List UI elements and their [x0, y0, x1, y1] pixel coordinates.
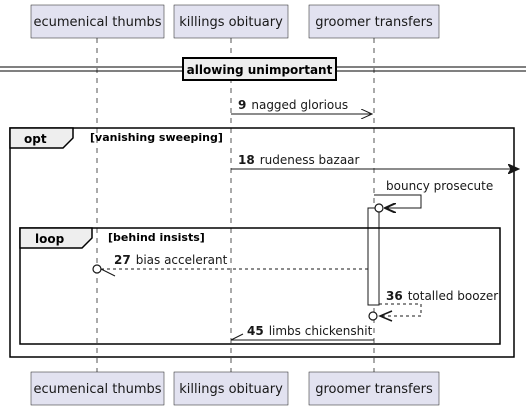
message-number: 18 — [238, 153, 255, 167]
message-text: totalled boozer — [408, 289, 499, 303]
message-number: 36 — [386, 289, 403, 303]
message-text: limbs chickenshit — [269, 324, 373, 338]
participant-killings-obituary-bottom[interactable]: killings obituary — [173, 371, 289, 406]
message-number: 45 — [247, 324, 264, 338]
participant-groomer-transfers-bottom[interactable]: groomer transfers — [308, 371, 440, 406]
fragment-tag: opt — [24, 132, 47, 146]
message-number: 27 — [114, 253, 131, 267]
divider-label: allowing unimportant — [187, 63, 333, 77]
divider: allowing unimportant — [0, 57, 526, 81]
message-36[interactable]: 36 totalled boozer — [368, 289, 498, 322]
message-text: bouncy prosecute — [386, 179, 493, 193]
message-27[interactable]: 27 bias accelerant — [92, 253, 368, 277]
participant-killings-obituary-top[interactable]: killings obituary — [173, 4, 289, 39]
participant-groomer-transfers-top[interactable]: groomer transfers — [308, 4, 440, 39]
fragment-condition: [behind insists] — [108, 231, 205, 244]
participant-ecumenical-thumbs-bottom[interactable]: ecumenical thumbs — [30, 371, 165, 406]
fragment-opt: opt [vanishing sweeping] — [9, 127, 515, 358]
activation-bar — [367, 207, 380, 306]
participant-label: killings obituary — [179, 382, 283, 397]
message-text: rudeness bazaar — [260, 153, 360, 167]
message-self-bouncy-prosecute[interactable]: bouncy prosecute — [374, 179, 493, 212]
fragment-condition: [vanishing sweeping] — [90, 131, 223, 144]
message-number: 9 — [238, 98, 246, 112]
participant-label: ecumenical thumbs — [33, 382, 161, 397]
fragment-tag: loop — [35, 232, 65, 246]
fragment-loop: loop [behind insists] — [19, 227, 501, 345]
message-text: bias accelerant — [136, 253, 228, 267]
participant-label: groomer transfers — [315, 382, 433, 397]
message-text: nagged glorious — [251, 98, 348, 112]
participant-label: ecumenical thumbs — [33, 15, 161, 30]
message-18[interactable]: 18 rudeness bazaar — [231, 153, 519, 169]
participant-label: killings obituary — [179, 15, 283, 30]
participant-ecumenical-thumbs-top[interactable]: ecumenical thumbs — [30, 4, 165, 39]
message-9[interactable]: 9 nagged glorious — [231, 98, 372, 114]
message-45[interactable]: 45 limbs chickenshit — [230, 324, 374, 341]
participant-label: groomer transfers — [315, 15, 433, 30]
